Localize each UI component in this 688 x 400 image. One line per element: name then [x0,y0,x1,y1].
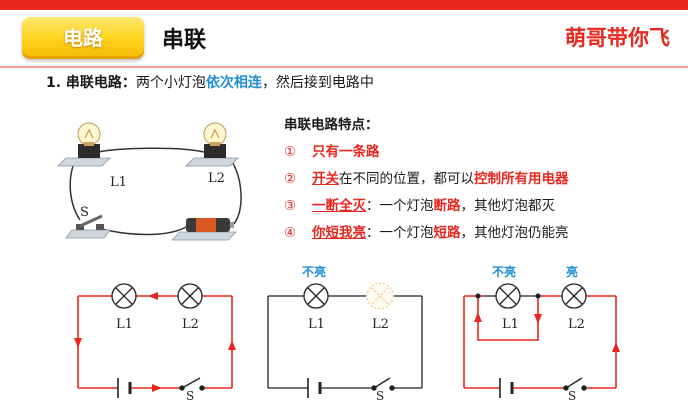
feature-text: 只有一条路 [312,144,380,160]
battery-photo [171,218,237,241]
feature-number: ① [284,144,297,160]
lamp-l1-symbol [111,283,137,309]
feature-text: ：一个灯泡 [366,198,434,214]
feature-keyword: 一断全灭 [312,198,366,214]
features-panel: 串联电路特点： ① 只有一条路 ② 开关在不同的位置，都可以控制所有用电器 ③ 一断全… [284,113,569,250]
lamp-l2-symbol [561,283,587,309]
page-title: 串联 [162,28,207,53]
label-s: S [376,389,384,400]
feature-highlight: 控制所有用电器 [474,171,569,187]
feature-item-4: ④ 你短我亮：一个灯泡短路，其他灯泡仍能亮 [284,223,569,250]
state-label-l1: 不亮 [302,264,326,279]
label-s: S [568,389,576,400]
intro-prefix: 1. 串联电路： [46,75,136,91]
lamp-l1-photo [58,122,111,167]
feature-item-3: ③ 一断全灭：一个灯泡断路，其他灯泡都灭 [284,196,569,223]
topic-tag: 电路 [22,17,144,59]
label-s: S [186,389,194,400]
top-color-bar [0,0,688,10]
lamp-l1-symbol [495,283,521,309]
header: 电路 串联 萌哥带你飞 [0,10,688,66]
label-l2: L2 [568,317,585,332]
switch-photo [65,214,111,239]
battery-symbol [307,378,322,398]
header-divider [0,66,688,68]
brand-logo-text: 萌哥带你飞 [565,25,670,50]
label-l1: L1 [116,317,133,332]
feature-keyword: 开关 [312,171,339,187]
label-l2: L2 [372,317,389,332]
intro-highlight: 依次相连 [205,75,262,91]
feature-number: ③ [284,198,297,214]
lamp-l2-symbol [177,283,203,309]
state-label-l1: 不亮 [492,264,516,279]
feature-text: ，其他灯泡都灭 [460,198,556,214]
feature-highlight: 短路 [433,225,461,241]
series-circuit-illustration: L1 L2 S [58,122,242,241]
label-l1: L1 [308,317,325,332]
photo-label-s: S [80,205,89,220]
feature-text: ：一个灯泡 [366,225,434,241]
lamp-l1-symbol [303,283,329,309]
intro-text-a: 两个小灯泡 [135,75,206,91]
feature-text: 在不同的位置，都可以 [339,171,474,187]
intro-text-b: ，然后接到电路中 [261,75,374,91]
feature-item-2: ② 开关在不同的位置，都可以控制所有用电器 [284,169,569,196]
state-label-l2: 亮 [566,264,578,279]
battery-symbol [499,378,514,398]
features-heading: 串联电路特点： [284,117,379,133]
photo-label-l2: L2 [208,171,225,186]
circuit-diagram-open: 不亮 L1 L2 S [267,264,423,400]
switch-symbol [371,377,395,391]
circuit-diagram-normal: L1 L2 S [74,283,236,400]
circuit-diagram-short: 不亮 亮 L1 L2 S [463,264,620,400]
photo-label-l1: L1 [110,175,127,190]
feature-number: ④ [284,225,297,241]
feature-number: ② [284,171,297,187]
intro-line: 1. 串联电路：两个小灯泡依次相连，然后接到电路中 [46,72,374,92]
label-l2: L2 [182,317,199,332]
lamp-l2-photo [185,122,239,167]
switch-symbol [179,377,205,391]
feature-keyword: 你短我亮 [312,225,366,241]
feature-item-1: ① 只有一条路 [284,142,569,169]
feature-text: ，其他灯泡仍能亮 [460,225,569,241]
switch-symbol [563,377,587,391]
feature-highlight: 断路 [433,198,461,214]
battery-symbol [117,378,132,398]
broken-lamp-l2-symbol [366,282,394,310]
label-l1: L1 [502,317,519,332]
